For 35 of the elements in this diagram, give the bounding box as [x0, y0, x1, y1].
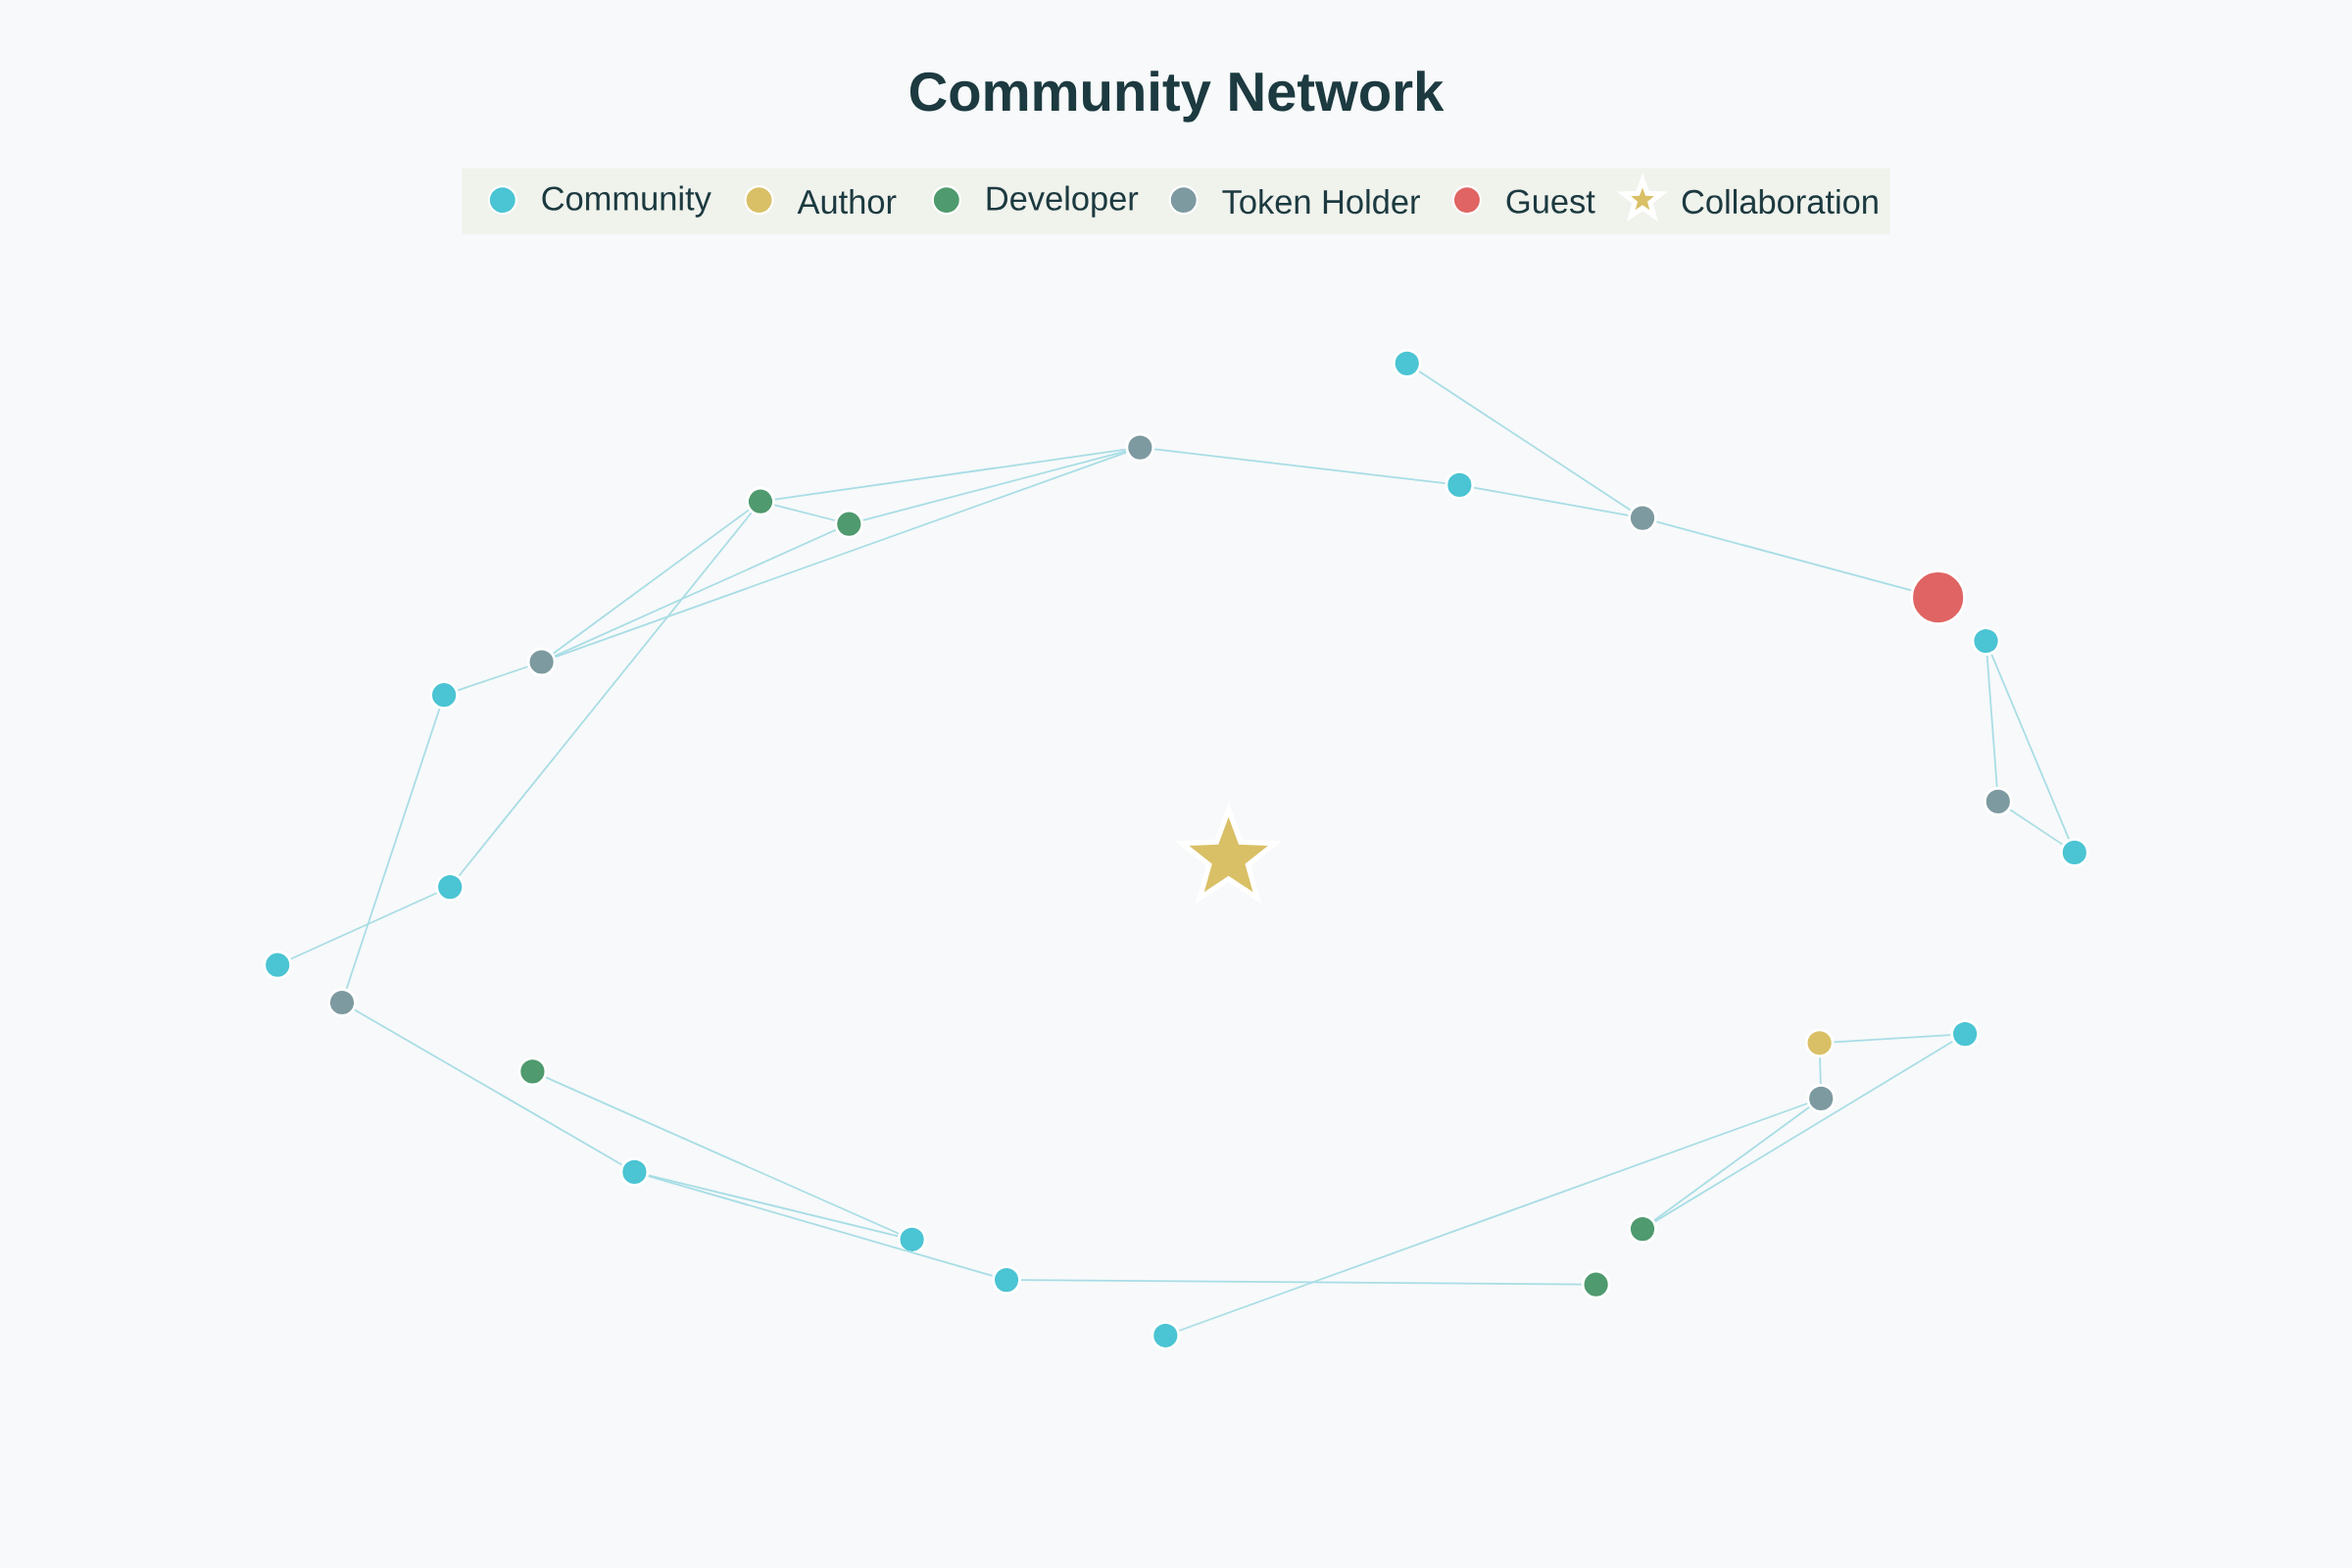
connector-line: [345, 708, 441, 990]
connector-line: [1153, 448, 1446, 484]
connector-line: [457, 665, 529, 692]
connector-line: [1653, 1040, 1954, 1223]
legend-label: Author: [797, 188, 897, 215]
connector-line: [1819, 1056, 1822, 1085]
legend-label: Collaboration: [1682, 188, 1878, 215]
connector-line: [1178, 1102, 1809, 1332]
connector-line: [1990, 653, 2070, 840]
connector-line: [1833, 1034, 1952, 1044]
connector-line: [545, 1076, 900, 1235]
connector-line: [554, 451, 1128, 659]
legend-label: Guest: [1506, 189, 1595, 214]
connector-line: [1653, 1105, 1811, 1222]
connector-line: [552, 509, 750, 655]
connector-line: [861, 450, 1127, 521]
connector-line: [773, 448, 1127, 501]
connector-line: [289, 892, 438, 960]
network-node: [1910, 569, 1967, 626]
connector-line: [1418, 370, 1632, 512]
connector-line: [648, 1174, 899, 1238]
connector-line: [647, 1175, 994, 1277]
legend-label: Developer: [987, 185, 1139, 218]
connector-line: [1985, 655, 1998, 788]
connector-line: [773, 504, 836, 521]
legend-label: Token Holder: [1222, 188, 1420, 215]
connector-line: [2009, 808, 2064, 846]
legend-label: Community: [542, 185, 711, 218]
connector-line: [458, 512, 753, 877]
chart-title: Community Network: [909, 71, 1445, 122]
connector-line: [354, 1008, 623, 1166]
connector-line: [1473, 486, 1630, 516]
connector-line: [1020, 1279, 1583, 1286]
connector-line: [554, 528, 837, 658]
connector-line: [1655, 520, 1913, 592]
